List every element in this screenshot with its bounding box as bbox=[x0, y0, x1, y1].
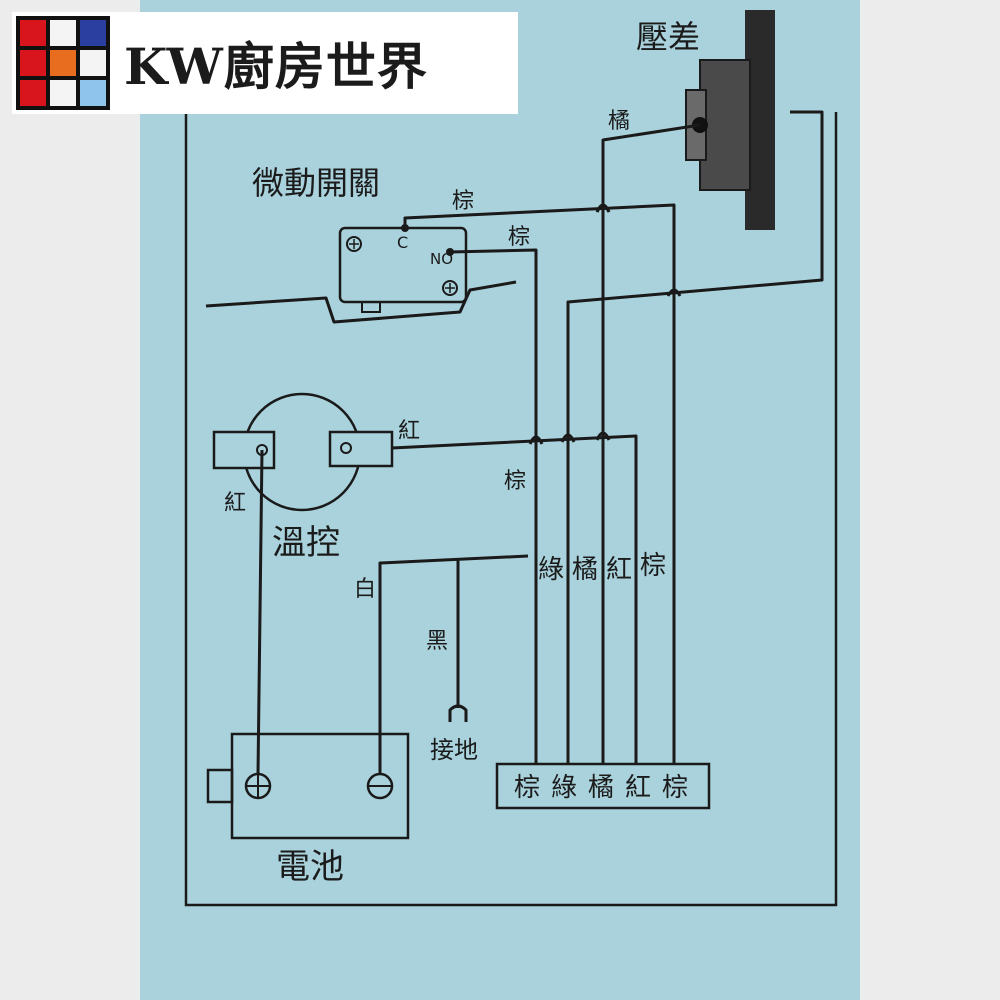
bundle-label: 綠 bbox=[538, 555, 564, 585]
wire-brown-no bbox=[449, 248, 538, 764]
wire-orange bbox=[601, 123, 701, 764]
logo-square bbox=[50, 80, 76, 106]
terminal-label: 棕 bbox=[514, 773, 540, 803]
terminal-label: 棕 bbox=[662, 773, 688, 803]
micro-switch-plunger bbox=[361, 301, 381, 313]
thermostat-right-tab bbox=[328, 430, 394, 468]
bundle-label: 橘 bbox=[572, 555, 598, 585]
battery-box bbox=[206, 732, 410, 840]
brand-logo-text: KW廚房世界 bbox=[124, 37, 428, 96]
logo-grid-icon bbox=[16, 16, 110, 110]
diagram-frame bbox=[184, 112, 838, 907]
wire-green bbox=[566, 110, 824, 764]
thermostat bbox=[212, 392, 394, 512]
wire-label-brown-middle: 棕 bbox=[504, 469, 526, 494]
logo-square bbox=[20, 50, 46, 76]
wire-label-brown-no: 棕 bbox=[508, 225, 530, 250]
wire-label-red-right: 紅 bbox=[398, 419, 420, 444]
pressure-switch bbox=[685, 10, 775, 230]
logo-square bbox=[80, 80, 106, 106]
micro-switch-label: 微動開關 bbox=[252, 164, 380, 202]
logo-square bbox=[80, 50, 106, 76]
micro-switch-screw-icon bbox=[346, 236, 362, 252]
logo-square bbox=[20, 20, 46, 46]
logo-square bbox=[50, 20, 76, 46]
micro-switch-no-label: NO bbox=[430, 250, 453, 268]
logo-square bbox=[50, 50, 76, 76]
micro-switch-c-label: C bbox=[397, 233, 408, 252]
pressure-switch-body bbox=[699, 59, 751, 191]
wire-red-right bbox=[391, 434, 638, 764]
wire-label-orange-top: 橘 bbox=[608, 109, 630, 134]
logo-square bbox=[80, 20, 106, 46]
wire-crossings bbox=[528, 203, 682, 445]
micro-switch-screw-icon bbox=[442, 280, 458, 296]
wire-label-brown-top: 棕 bbox=[452, 189, 474, 214]
brand-logo: KW廚房世界 bbox=[12, 12, 518, 114]
wire-label-red-left: 紅 bbox=[224, 491, 246, 516]
wire-label-white: 白 bbox=[354, 577, 376, 602]
wire-brown-c bbox=[403, 203, 676, 764]
terminal-label: 紅 bbox=[625, 773, 651, 803]
wire-white bbox=[378, 554, 529, 774]
micro-switch-lever bbox=[205, 280, 517, 324]
wires bbox=[256, 110, 824, 775]
ground-label: 接地 bbox=[430, 736, 478, 764]
wire-label-black: 黑 bbox=[426, 629, 448, 654]
bundle-label: 棕 bbox=[640, 551, 666, 581]
logo-square bbox=[20, 80, 46, 106]
battery-label: 電池 bbox=[276, 847, 344, 887]
battery-cap bbox=[206, 768, 234, 804]
terminal-label: 橘 bbox=[588, 773, 614, 803]
wire-red-left bbox=[256, 449, 264, 775]
terminal-label: 綠 bbox=[551, 773, 577, 803]
thermostat-label: 溫控 bbox=[272, 523, 340, 563]
pressure-switch-label: 壓差 bbox=[636, 18, 700, 56]
ground-icon bbox=[448, 704, 468, 722]
bundle-label: 紅 bbox=[606, 555, 632, 585]
thermostat-left-tab bbox=[212, 430, 276, 470]
